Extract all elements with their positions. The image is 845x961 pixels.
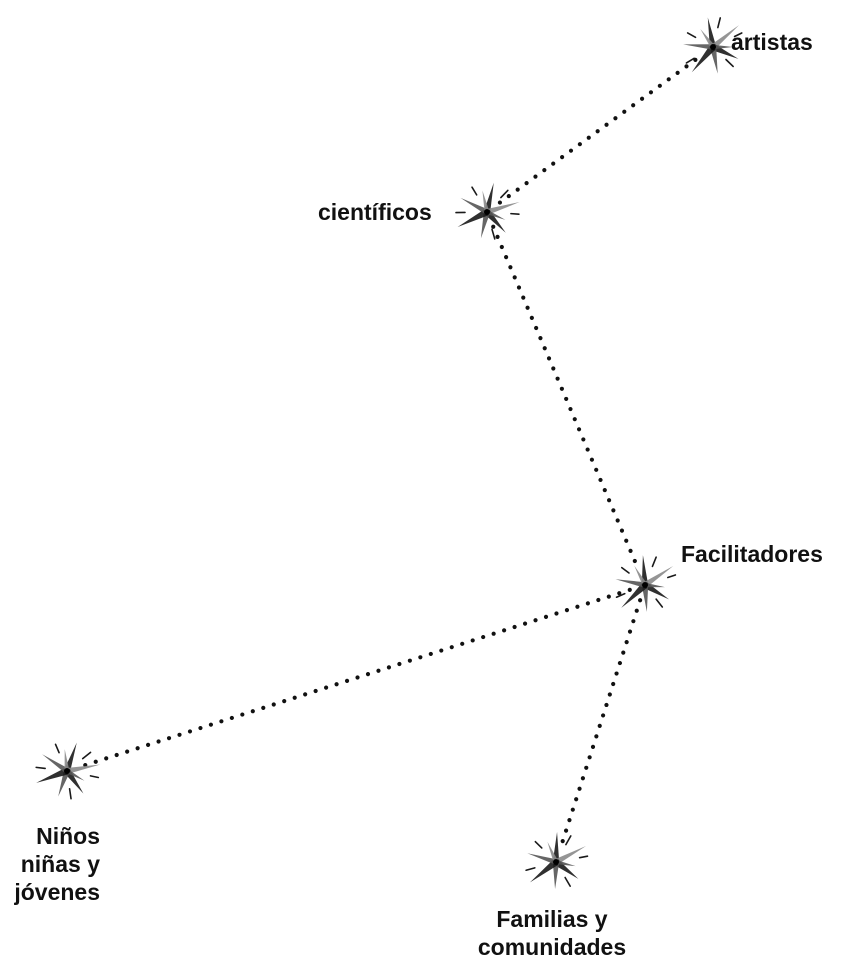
star-sparkle [68, 788, 72, 800]
star-icon [525, 832, 589, 889]
star-ray [552, 861, 560, 889]
star-ray [634, 565, 648, 587]
star-ray [555, 859, 576, 867]
star-ray [700, 28, 715, 49]
star-ray [621, 582, 648, 608]
star-ray [65, 769, 85, 781]
star-ray [64, 769, 84, 794]
star-ray [644, 582, 665, 588]
node-label-familias: Familias y comunidades [462, 905, 642, 961]
star-sparkle [525, 867, 536, 872]
star-ray [615, 579, 646, 588]
star-ray [486, 209, 506, 220]
star-ray [691, 44, 716, 73]
label-line: comunidades [477, 934, 627, 960]
star-sparkle [725, 58, 734, 68]
star-ray [683, 44, 714, 50]
star-ray [58, 769, 71, 797]
star-ray [547, 841, 559, 863]
star-sparkle [35, 766, 46, 770]
star-ray [641, 555, 649, 586]
star-sparkle [510, 212, 520, 215]
star-ray [480, 211, 491, 239]
star-ray [641, 584, 649, 612]
star-sparkle [81, 751, 92, 760]
star-ray [713, 44, 733, 50]
star-icon [683, 17, 743, 74]
star-sparkle [565, 835, 572, 846]
star-sparkle [620, 566, 630, 574]
star-sparkle [471, 186, 478, 196]
star-sparkle [54, 743, 60, 754]
star-center [642, 582, 648, 588]
star-ray [711, 25, 740, 50]
star-icon [455, 182, 520, 240]
star-sparkle [500, 189, 509, 199]
star-center [484, 209, 490, 215]
star-sparkle [578, 855, 589, 859]
star-sparkle [651, 556, 657, 568]
edge-facilitadores-ninos [80, 587, 632, 769]
star-icon [35, 742, 101, 800]
star-ray [482, 190, 490, 213]
star-sparkle [685, 57, 695, 64]
star-sparkle [666, 574, 677, 579]
star-icon [615, 555, 677, 612]
label-line: artistas [731, 29, 813, 55]
star-ray [486, 202, 520, 215]
star-ray [709, 46, 718, 74]
stars-layer [35, 17, 743, 889]
star-center [553, 859, 559, 865]
star-ray [36, 767, 69, 783]
star-sparkle [717, 17, 722, 29]
star-ray [529, 859, 559, 883]
star-sparkle [655, 598, 664, 608]
star-sparkle [89, 775, 100, 779]
star-sparkle [564, 876, 571, 887]
star-ray [460, 197, 489, 215]
label-line: científicos [318, 199, 432, 225]
star-ray [64, 749, 70, 772]
star-ray [42, 754, 69, 774]
star-ray [484, 209, 506, 233]
star-ray [457, 208, 489, 227]
edge-cientificos-artistas [497, 54, 703, 205]
label-line: Familias y [496, 906, 608, 932]
star-sparkle [733, 32, 743, 38]
star-center [64, 768, 70, 774]
star-ray [554, 846, 587, 865]
node-label-facilitadores: Facilitadores [681, 540, 823, 568]
label-line: Facilitadores [681, 541, 823, 567]
star-center [710, 44, 716, 50]
node-label-cientificos: científicos [318, 198, 432, 226]
star-sparkle [615, 592, 626, 599]
star-sparkle [491, 228, 496, 240]
node-label-ninos: Niños niñas y jóvenes [0, 822, 100, 906]
edges-layer [80, 54, 703, 849]
star-ray [643, 565, 674, 588]
star-ray [66, 764, 101, 774]
label-line: niñas y [20, 851, 100, 877]
star-ray [527, 853, 557, 865]
star-sparkle [534, 840, 543, 849]
star-sparkle [686, 32, 697, 39]
node-label-artistas: artistas [731, 28, 813, 56]
edge-facilitadores-familias [558, 598, 643, 849]
label-line: jóvenes [14, 879, 100, 905]
label-line: Niños [36, 823, 100, 849]
edge-cientificos-facilitadores [491, 224, 641, 573]
